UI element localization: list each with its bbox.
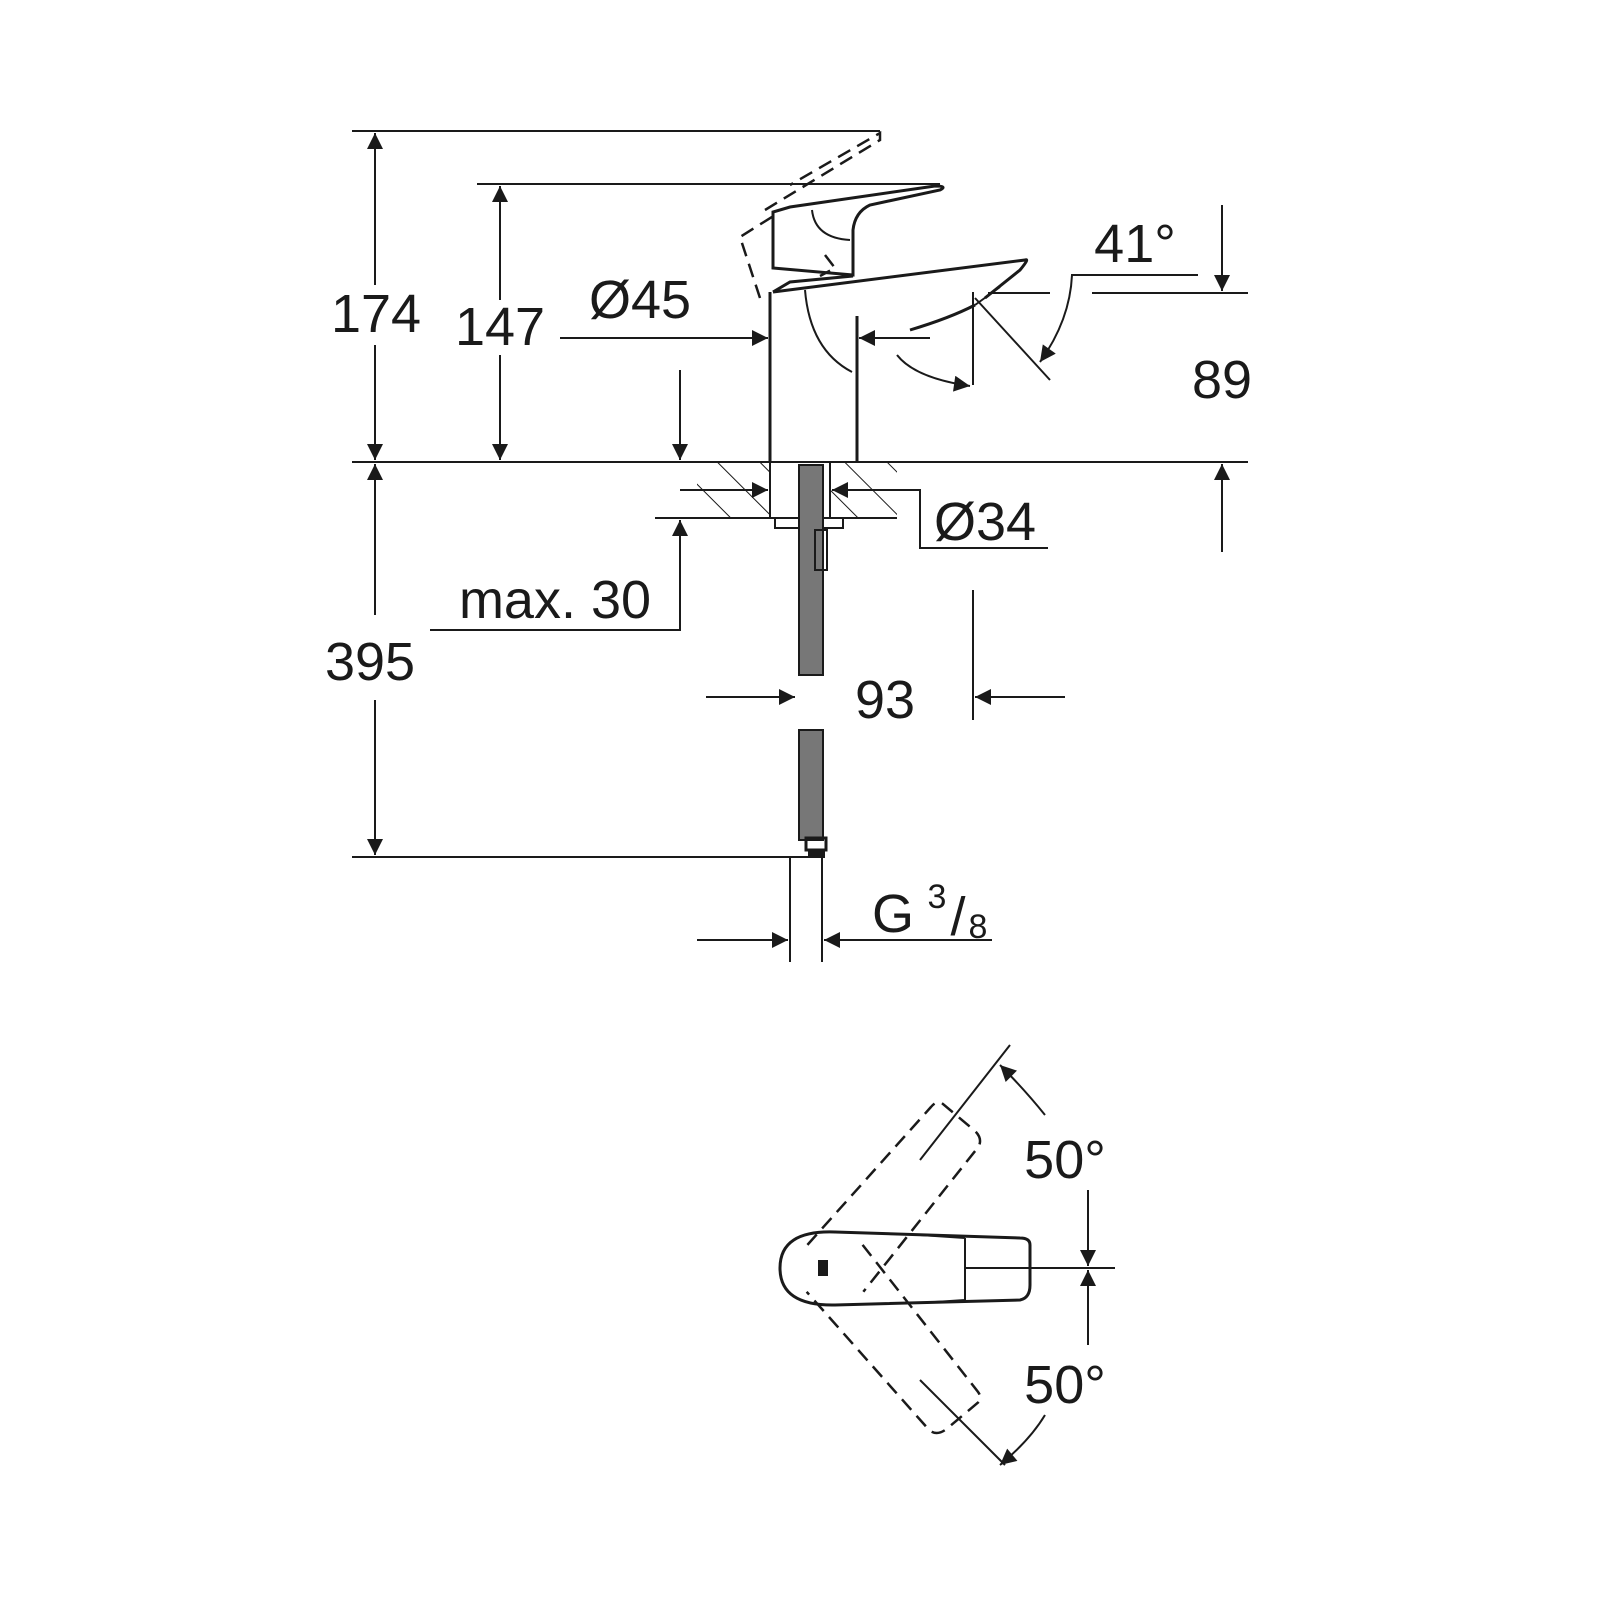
dimension-93 — [706, 590, 1065, 720]
dim-aerator-height: 89 — [1192, 350, 1252, 410]
dim-thread-denominator: 8 — [969, 908, 988, 946]
supply-hose — [789, 464, 828, 962]
faucet-side — [738, 130, 1029, 462]
countertop-section — [655, 461, 897, 529]
angle-left-label: 50° — [1024, 1130, 1106, 1190]
dim-max-thickness: max. 30 — [459, 570, 651, 630]
angle-right-label: 50° — [1024, 1355, 1106, 1415]
dim-lever-angle: 41° — [1094, 214, 1176, 274]
dim-thread: G — [872, 884, 914, 944]
dimension-41deg — [896, 274, 1198, 392]
faucet-top-view — [778, 1044, 1115, 1466]
dim-hose-length: 395 — [325, 632, 415, 692]
dim-total-height: 174 — [331, 284, 421, 344]
dim-thread-numerator: 3 — [928, 878, 947, 916]
dim-spout-height: 147 — [455, 297, 545, 357]
dimension-d34 — [680, 482, 1048, 549]
dim-body-diameter: Ø45 — [589, 270, 691, 330]
dimension-max30 — [430, 370, 688, 631]
dim-hole-diameter: Ø34 — [934, 492, 1036, 552]
dim-projection: 93 — [855, 670, 915, 730]
thread-slash: / — [950, 887, 965, 947]
